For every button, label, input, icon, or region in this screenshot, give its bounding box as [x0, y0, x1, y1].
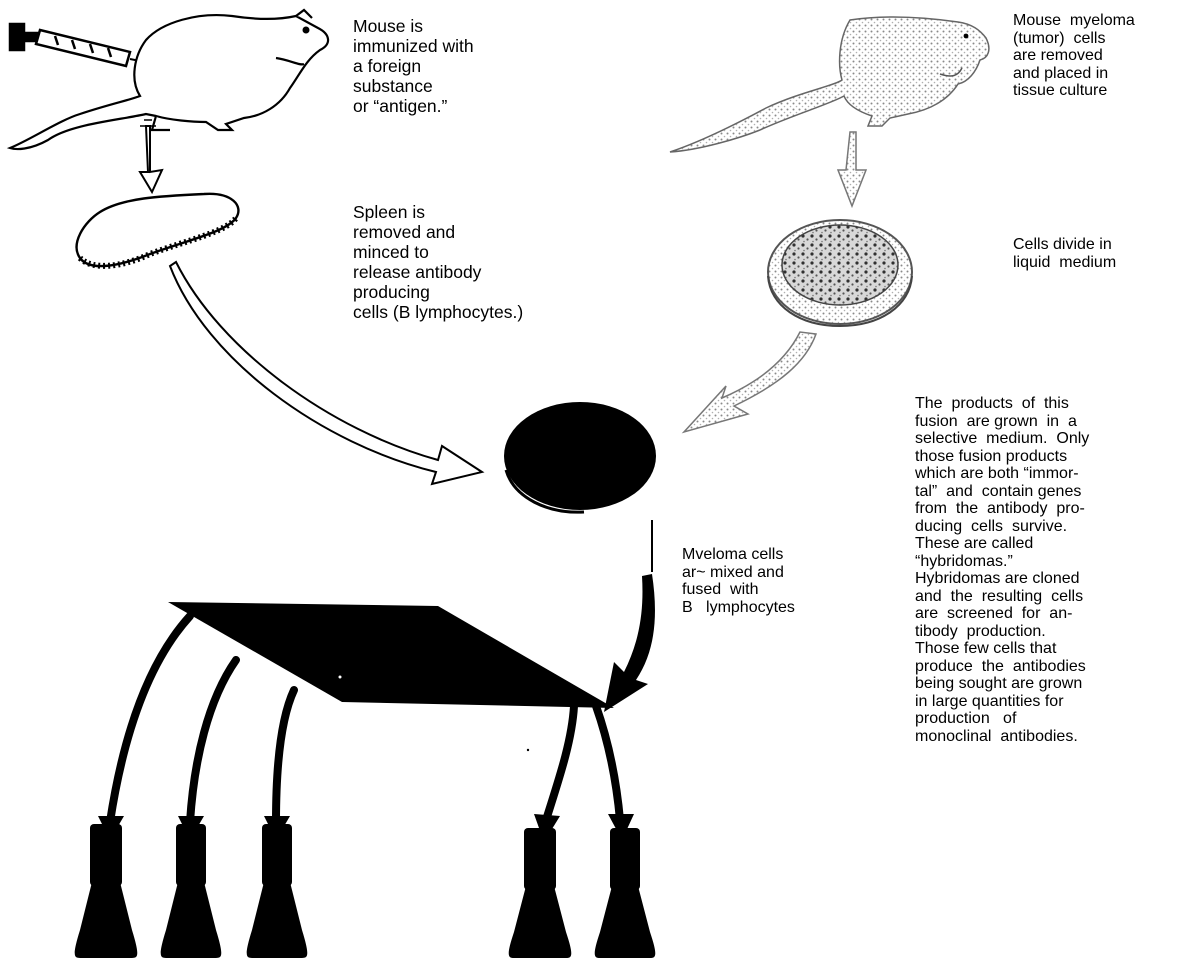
immunize-label-line: a foreign [353, 56, 474, 76]
culture-flask-icon [75, 824, 138, 958]
fusion-arrow-right [684, 332, 816, 432]
divide-label-line: Cells divide in [1013, 236, 1116, 254]
products-label-line: tal” and contain genes [915, 483, 1089, 501]
myeloma-label-line: (tumor) cells [1013, 30, 1135, 48]
products-label-line: monoclinal antibodies. [915, 728, 1089, 746]
spleen-label-line: release antibody [353, 262, 523, 282]
mouse-icon [670, 17, 989, 152]
immunize-label-line: or “antigen.” [353, 96, 474, 116]
immunize-label-line: Mouse is [353, 16, 474, 36]
products-label-line: and the resulting cells [915, 588, 1089, 606]
mouse-icon [10, 10, 328, 149]
products-label-line: “hybridomas.” [915, 553, 1089, 571]
spleen-label-line: minced to [353, 242, 523, 262]
divide-label-line: liquid medium [1013, 254, 1116, 272]
products-label-line: from the antibody pro- [915, 500, 1089, 518]
products-label-line: tibody production. [915, 623, 1089, 641]
culture-flask-icon [161, 824, 222, 958]
culture-flask-icon [595, 828, 656, 958]
spleen-label-line: removed and [353, 222, 523, 242]
immunize-label-line: substance [353, 76, 474, 96]
products-label-line: ducing cells survive. [915, 518, 1089, 536]
fused-cells-icon [504, 402, 656, 512]
products-label-line: those fusion products [915, 448, 1089, 466]
immunize-label-line: immunized with [353, 36, 474, 56]
myeloma-label-line: tissue culture [1013, 82, 1135, 100]
myeloma-label-line: are removed [1013, 47, 1135, 65]
cloning-plate-icon [168, 602, 614, 708]
myeloma-label-line: Mouse myeloma [1013, 12, 1135, 30]
culture-flask-icon [247, 824, 308, 958]
products-label-line: selective medium. Only [915, 430, 1089, 448]
spleen-label-line: Spleen is [353, 202, 523, 222]
products-label-line: are screened for an- [915, 605, 1089, 623]
fusion-label-line: ar~ mixed and [682, 564, 795, 582]
products-label-line: fusion are grown in a [915, 413, 1089, 431]
products-label-line: Those few cells that [915, 640, 1089, 658]
products-label-line: Hybridomas are cloned [915, 570, 1089, 588]
spleen-label-line: producing [353, 282, 523, 302]
spleen-label-line: cells (B lymphocytes.) [353, 302, 523, 322]
myeloma-label-line: and placed in [1013, 65, 1135, 83]
fusion-label-line: Mveloma cells [682, 546, 795, 564]
culture-dish-icon [768, 220, 912, 326]
products-label-line: in large quantities for [915, 693, 1089, 711]
spleen-icon [77, 194, 239, 266]
products-label-line: produce the antibodies [915, 658, 1089, 676]
down-arrow [838, 132, 866, 206]
products-label-line: The products of this [915, 395, 1089, 413]
products-label-line: which are both “immor- [915, 465, 1089, 483]
down-arrow [604, 574, 655, 712]
fusion-label-line: B lymphocytes [682, 599, 795, 617]
products-label-line: These are called [915, 535, 1089, 553]
products-label-line: production of [915, 710, 1089, 728]
products-label-line: being sought are grown [915, 675, 1089, 693]
fusion-label-line: fused with [682, 581, 795, 599]
culture-flask-icon [509, 828, 572, 958]
